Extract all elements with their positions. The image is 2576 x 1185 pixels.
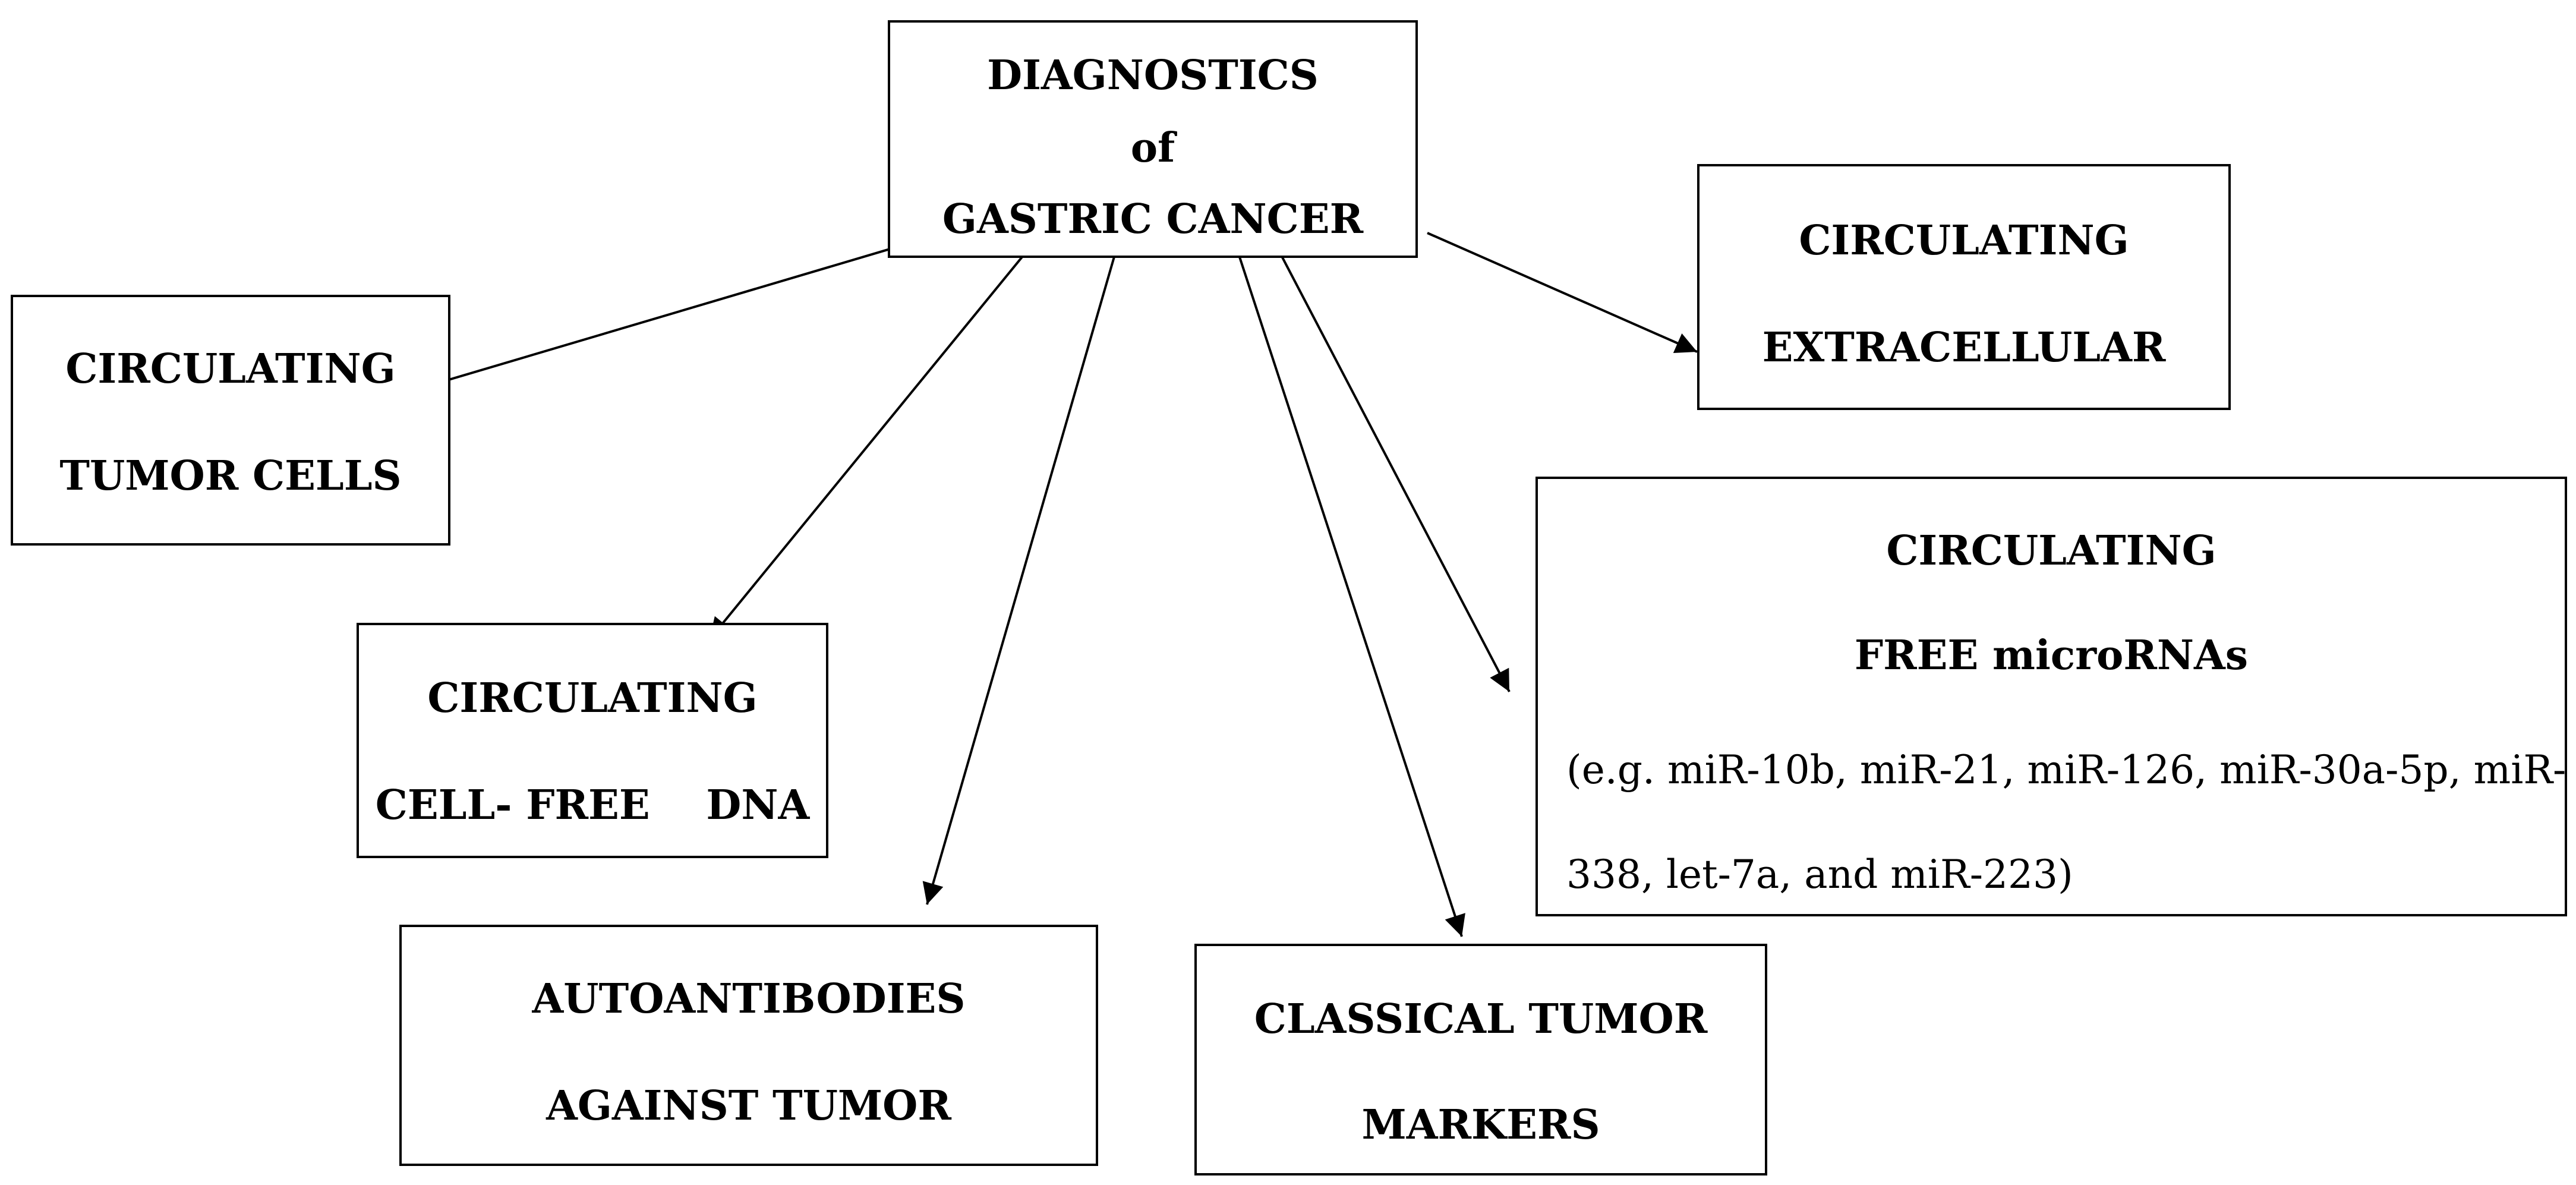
node-cell-free-dna: CIRCULATING CELL- FREE DNA	[357, 623, 828, 858]
arrow-to-circulating-tumor-cells	[394, 242, 909, 401]
ctc-line-2: TUMOR CELLS	[59, 452, 401, 500]
node-autoantibodies: AUTOANTIBODIES AGAINST TUMOR	[399, 925, 1098, 1166]
node-classical-tumor-markers: CLASSICAL TUMOR MARKERS	[1194, 944, 1767, 1175]
mirna-line-1: CIRCULATING	[1886, 527, 2216, 575]
arrow-to-autoantibodies	[922, 242, 1120, 905]
classical-line-1: CLASSICAL TUMOR	[1254, 995, 1708, 1043]
mirna-examples-line-1: (e.g. miR-10b, miR-21, miR-126, miR-30a-…	[1566, 747, 2566, 793]
cfdna-line-1: CIRCULATING	[427, 675, 757, 722]
root-node-diagnostics: DIAGNOSTICS of GASTRIC CANCER	[888, 20, 1418, 258]
mirna-line-2: FREE microRNAs	[1855, 632, 2248, 679]
node-circulating-extracellular: CIRCULATING EXTRACELLULAR	[1697, 164, 2231, 410]
node-circulating-tumor-cells: CIRCULATING TUMOR CELLS	[11, 295, 450, 546]
root-line-1: DIAGNOSTICS	[987, 52, 1319, 99]
arrow-to-classical-tumor-markers	[1234, 242, 1465, 937]
arrow-to-cell-free-dna	[708, 241, 1035, 641]
ctc-line-1: CIRCULATING	[65, 345, 395, 393]
arrow-to-free-micrornas	[1275, 245, 1511, 692]
autoantibodies-line-2: AGAINST TUMOR	[546, 1082, 951, 1130]
autoantibodies-line-1: AUTOANTIBODIES	[532, 975, 966, 1023]
root-line-2: of	[1131, 124, 1177, 172]
classical-line-2: MARKERS	[1361, 1101, 1600, 1149]
mirna-examples-line-2: 338, let-7a, and miR-223)	[1566, 852, 2073, 897]
cfdna-line-2: CELL- FREE DNA	[376, 781, 811, 829]
root-line-3: GASTRIC CANCER	[942, 196, 1364, 243]
extracellular-line-1: CIRCULATING	[1799, 217, 2129, 264]
extracellular-line-2: EXTRACELLULAR	[1762, 324, 2166, 371]
arrow-to-circulating-extracellular	[1427, 232, 1698, 353]
node-circulating-free-micrornas: CIRCULATING FREE microRNAs (e.g. miR-10b…	[1535, 477, 2567, 916]
